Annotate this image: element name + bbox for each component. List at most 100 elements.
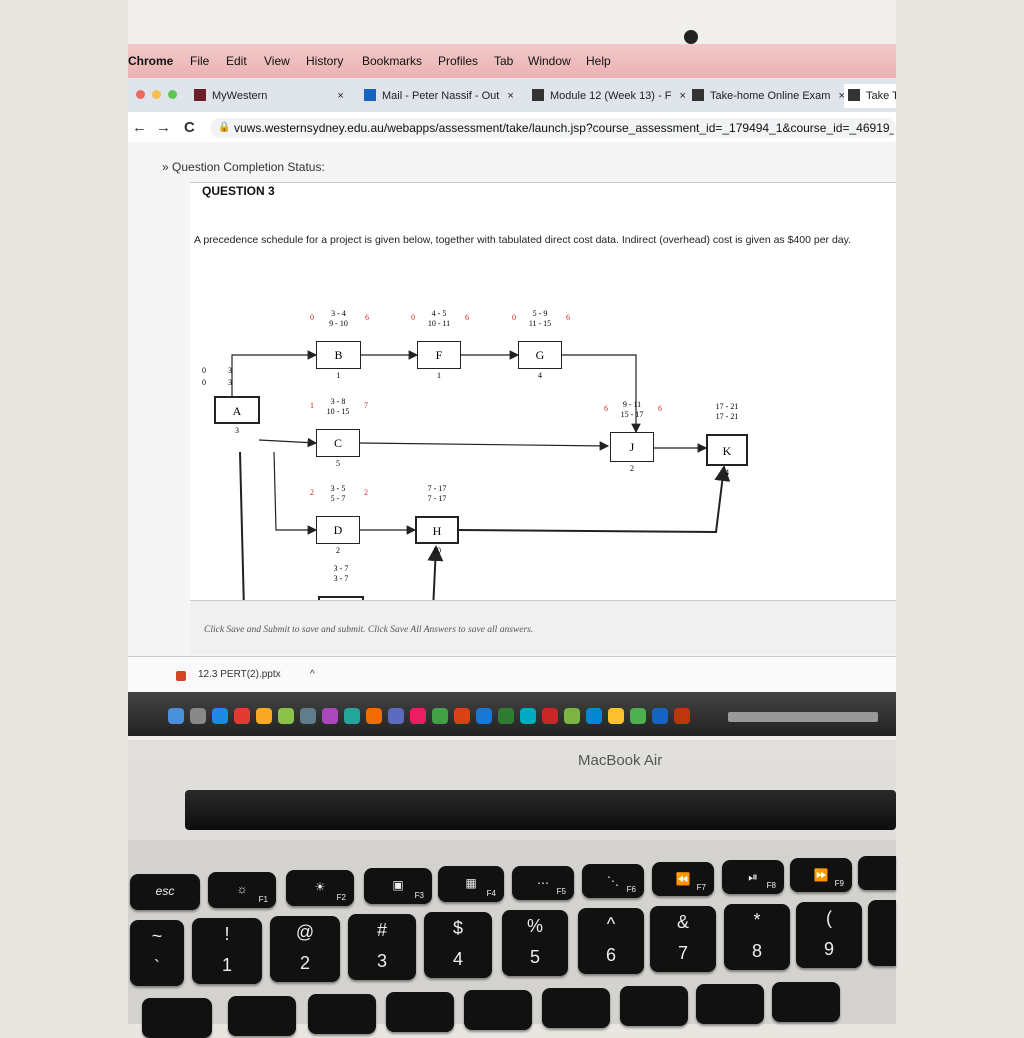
- menu-view[interactable]: View: [264, 54, 290, 68]
- keyboard-light-down-icon: ⋯: [537, 876, 549, 890]
- chrome-icon[interactable]: [608, 708, 624, 724]
- node-duration: 3: [235, 426, 239, 435]
- key-9[interactable]: (9: [796, 902, 862, 968]
- key-i[interactable]: [772, 982, 840, 1022]
- key-f1[interactable]: ☼F1: [208, 872, 276, 908]
- music-icon[interactable]: [410, 708, 426, 724]
- key-3[interactable]: #3: [348, 914, 416, 980]
- photos-icon[interactable]: [278, 708, 294, 724]
- finder-icon[interactable]: [168, 708, 184, 724]
- messages-icon[interactable]: [564, 708, 580, 724]
- word-icon[interactable]: [476, 708, 492, 724]
- node-late-times: 17 - 21: [715, 412, 739, 421]
- close-window-icon[interactable]: [136, 90, 145, 99]
- menu-history[interactable]: History: [306, 54, 344, 68]
- tab-mywestern[interactable]: MyWestern×: [194, 84, 344, 108]
- zoom-icon[interactable]: [652, 708, 668, 724]
- key-f8[interactable]: ⏯F8: [722, 860, 784, 894]
- key-4[interactable]: $4: [424, 912, 492, 978]
- key-1[interactable]: !1: [192, 918, 262, 984]
- dock-minimized-windows[interactable]: [728, 712, 878, 722]
- tab-module12[interactable]: Module 12 (Week 13) - F×: [532, 84, 686, 108]
- acrobat-icon[interactable]: [674, 708, 690, 724]
- launchpad-icon[interactable]: [190, 708, 206, 724]
- key-0[interactable]: [868, 900, 896, 966]
- camera-icon: [684, 30, 698, 44]
- key-8[interactable]: *8: [724, 904, 790, 970]
- appstore-icon[interactable]: [388, 708, 404, 724]
- key-t[interactable]: [542, 988, 610, 1028]
- edge-c-j: [359, 441, 610, 451]
- key-esc[interactable]: esc: [130, 874, 200, 910]
- menu-help[interactable]: Help: [586, 54, 611, 68]
- download-file-name[interactable]: 12.3 PERT(2).pptx: [198, 669, 281, 680]
- safari-icon[interactable]: [212, 708, 228, 724]
- key-r[interactable]: [464, 990, 532, 1030]
- key-f3[interactable]: ▣F3: [364, 868, 432, 904]
- menu-app-name[interactable]: Chrome: [128, 54, 174, 68]
- tab-close-icon[interactable]: ×: [337, 90, 344, 102]
- key-5[interactable]: %5: [502, 910, 568, 976]
- tab-take-test[interactable]: Take Te: [844, 84, 896, 108]
- key-7[interactable]: &7: [650, 906, 716, 972]
- key-tilde[interactable]: ~`: [130, 920, 184, 986]
- news-icon[interactable]: [542, 708, 558, 724]
- maps-icon[interactable]: [344, 708, 360, 724]
- node-slack-right: 6: [365, 313, 369, 322]
- key-6[interactable]: ^6: [578, 908, 644, 974]
- tab-close-icon[interactable]: ×: [838, 90, 845, 102]
- brightness-up-icon: ☀: [314, 880, 326, 894]
- key-f7[interactable]: ⏪F7: [652, 862, 714, 896]
- numbers-icon[interactable]: [432, 708, 448, 724]
- forward-button[interactable]: →: [156, 119, 171, 136]
- url-field[interactable]: 🔒 vuws.westernsydney.edu.au/webapps/asse…: [210, 118, 896, 138]
- facetime-icon[interactable]: [520, 708, 536, 724]
- node-late-times: 3 - 7: [333, 574, 349, 583]
- menu-tab[interactable]: Tab: [494, 54, 514, 68]
- key-f9[interactable]: ⏩F9: [790, 858, 852, 892]
- lock-icon: 🔒: [218, 122, 231, 133]
- key-q[interactable]: [228, 996, 296, 1036]
- notes-icon[interactable]: [256, 708, 272, 724]
- key-e[interactable]: [386, 992, 454, 1032]
- key-f4[interactable]: ▦F4: [438, 866, 504, 902]
- key-f2[interactable]: ☀F2: [286, 870, 354, 906]
- blackboard-icon: [848, 89, 860, 101]
- zoom-window-icon[interactable]: [168, 90, 177, 99]
- minimize-window-icon[interactable]: [152, 90, 161, 99]
- tab-close-icon[interactable]: ×: [507, 90, 514, 102]
- settings-icon[interactable]: [300, 708, 316, 724]
- question-completion-status[interactable]: » Question Completion Status:: [162, 160, 325, 174]
- node-late-finish: 3: [228, 378, 232, 387]
- node-early-start: 0: [202, 366, 206, 375]
- menu-profiles[interactable]: Profiles: [438, 54, 479, 68]
- outlook-dock-icon[interactable]: [586, 708, 602, 724]
- whatsapp-icon[interactable]: [630, 708, 646, 724]
- menu-edit[interactable]: Edit: [226, 54, 247, 68]
- tab-close-icon[interactable]: ×: [679, 90, 686, 102]
- key-y[interactable]: [620, 986, 688, 1026]
- menu-file[interactable]: File: [190, 54, 210, 68]
- excel-icon[interactable]: [498, 708, 514, 724]
- node-c: C: [316, 429, 360, 457]
- calendar-icon[interactable]: [234, 708, 250, 724]
- tab-exam[interactable]: Take-home Online Exam×: [692, 84, 845, 108]
- menu-window[interactable]: Window: [528, 54, 571, 68]
- powerpoint-icon[interactable]: [454, 708, 470, 724]
- key-tab[interactable]: [142, 998, 212, 1038]
- reload-button[interactable]: C: [184, 119, 195, 136]
- books-icon[interactable]: [366, 708, 382, 724]
- tab-mail[interactable]: Mail - Peter Nassif - Out×: [364, 84, 514, 108]
- node-slack-right: 6: [566, 313, 570, 322]
- key-w[interactable]: [308, 994, 376, 1034]
- menu-bookmarks[interactable]: Bookmarks: [362, 54, 423, 68]
- key-f10[interactable]: [858, 856, 896, 890]
- back-button[interactable]: ←: [132, 119, 147, 136]
- podcast-icon[interactable]: [322, 708, 338, 724]
- key-f5[interactable]: ⋯F5: [512, 866, 574, 900]
- key-f6[interactable]: ⋱F6: [582, 864, 644, 898]
- key-2[interactable]: @2: [270, 916, 340, 982]
- save-bar: Click Save and Submit to save and submit…: [190, 600, 896, 655]
- download-chevron-icon[interactable]: ^: [310, 669, 315, 680]
- key-u[interactable]: [696, 984, 764, 1024]
